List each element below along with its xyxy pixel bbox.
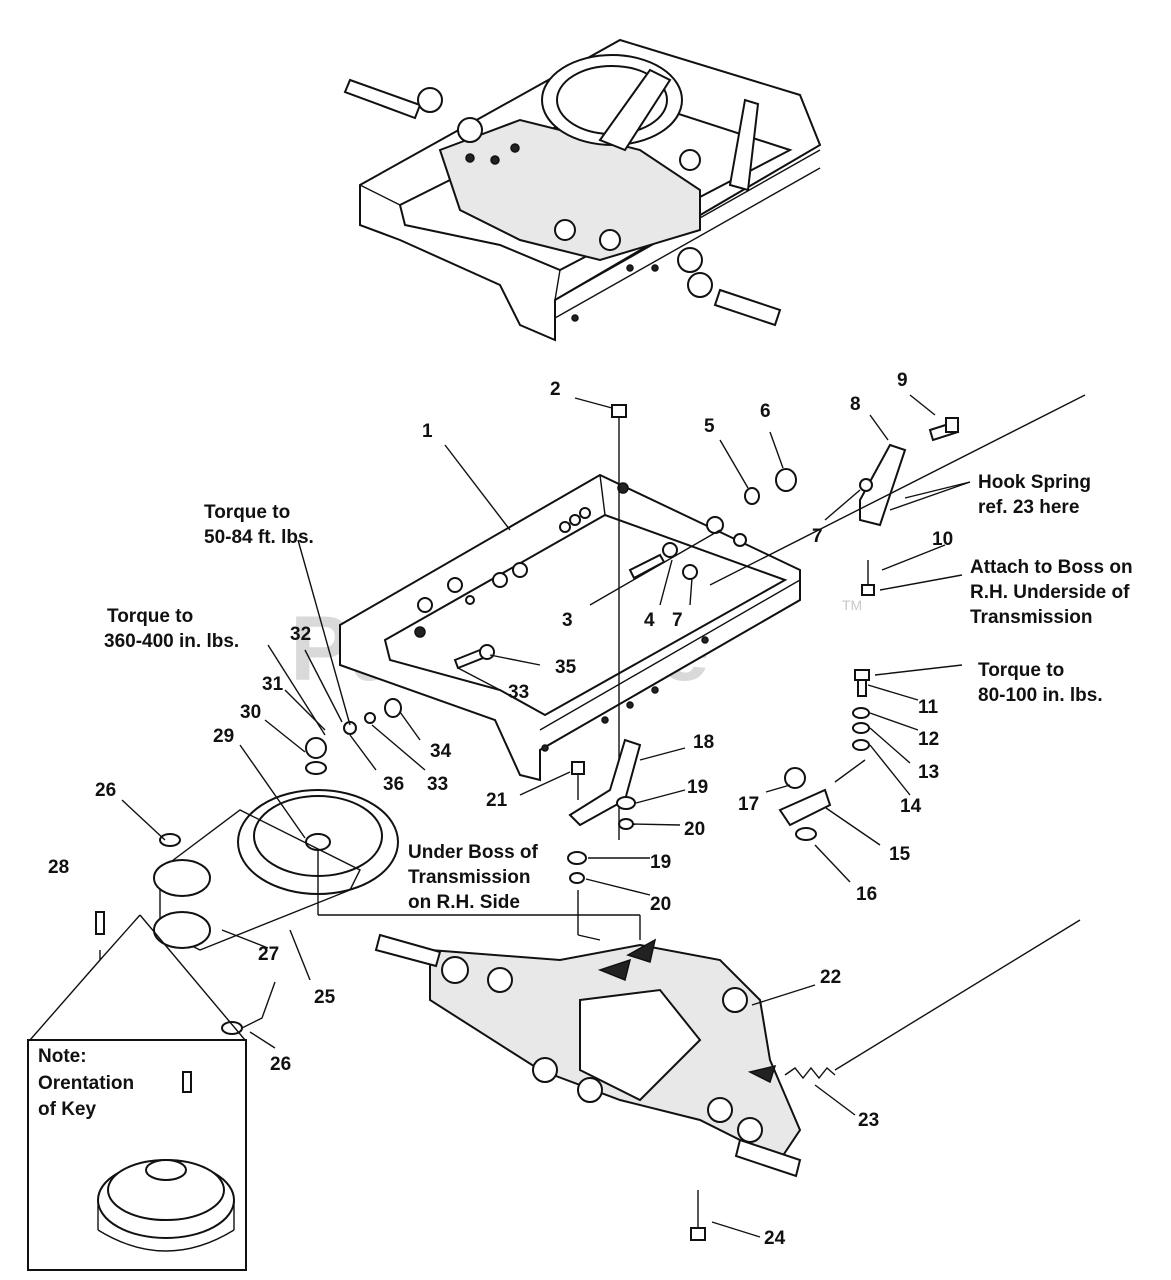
note-attach-boss-line3: Transmission: [970, 607, 1093, 628]
note-key-line1: Note:: [38, 1046, 87, 1067]
callout-16: 16: [856, 884, 877, 905]
callout-17: 17: [738, 794, 759, 815]
note-under-boss-line1: Under Boss of: [408, 842, 539, 863]
callout-19b: 19: [650, 852, 671, 873]
callout-25: 25: [314, 987, 336, 1008]
callout-3: 3: [562, 610, 573, 631]
note-torque-80-line2: 80-100 in. lbs.: [978, 685, 1103, 706]
assembled-frame-illustration: [343, 38, 822, 342]
note-attach-boss-line1: Attach to Boss on: [970, 557, 1133, 578]
callout-32: 32: [290, 624, 311, 645]
note-attach-boss-line2: R.H. Underside of: [970, 582, 1130, 603]
watermark-tm: TM: [842, 597, 862, 613]
callout-26a: 26: [95, 780, 116, 801]
key-orientation-box: [27, 1039, 247, 1271]
callout-26b: 26: [270, 1054, 291, 1075]
callout-33a: 33: [508, 682, 529, 703]
callout-7b: 7: [812, 526, 823, 547]
callout-4: 4: [644, 610, 655, 631]
callout-18: 18: [693, 732, 714, 753]
notes: Hook Spring ref. 23 here Attach to Boss …: [38, 472, 1133, 1120]
callout-15: 15: [889, 844, 911, 865]
hardware-parts: [95, 404, 960, 1241]
callout-20a: 20: [684, 819, 705, 840]
callout-20b: 20: [650, 894, 671, 915]
callout-1: 1: [422, 421, 433, 442]
callout-24: 24: [764, 1228, 786, 1249]
note-key-line2: Orentation: [38, 1073, 134, 1094]
callout-14: 14: [900, 796, 922, 817]
callout-10: 10: [932, 529, 953, 550]
callout-34: 34: [430, 741, 452, 762]
callout-33b: 33: [427, 774, 448, 795]
callout-21: 21: [486, 790, 508, 811]
callout-5: 5: [704, 416, 715, 437]
callout-2: 2: [550, 379, 561, 400]
callout-6: 6: [760, 401, 771, 422]
callout-27: 27: [258, 944, 279, 965]
callout-8: 8: [850, 394, 861, 415]
frame-part: [339, 473, 801, 782]
note-torque-50-line2: 50-84 ft. lbs.: [204, 527, 314, 548]
callout-36: 36: [383, 774, 404, 795]
callout-19a: 19: [687, 777, 708, 798]
note-torque-360-line1: Torque to: [107, 606, 193, 627]
callout-29: 29: [213, 726, 234, 747]
note-torque-80-line1: Torque to: [978, 660, 1064, 681]
callout-7a: 7: [672, 610, 683, 631]
note-hook-spring-line2: ref. 23 here: [978, 497, 1079, 518]
pulley-belt: [153, 789, 641, 951]
note-torque-50-line1: Torque to: [204, 502, 290, 523]
note-torque-360-line2: 360-400 in. lbs.: [104, 631, 239, 652]
callout-numbers: 1 2 3 4 5 6 7 7 8 9 10 11 12 13 14 15 16…: [48, 370, 953, 1249]
callout-35: 35: [555, 657, 577, 678]
callout-13: 13: [918, 762, 939, 783]
callout-31: 31: [262, 674, 284, 695]
callout-22: 22: [820, 967, 841, 988]
note-key-line3: of Key: [38, 1099, 97, 1120]
callout-30: 30: [240, 702, 261, 723]
note-under-boss-line3: on R.H. Side: [408, 892, 520, 913]
callout-12: 12: [918, 729, 939, 750]
note-hook-spring-line1: Hook Spring: [978, 472, 1091, 493]
transmission-part: [374, 919, 1081, 1178]
callout-23: 23: [858, 1110, 879, 1131]
note-under-boss-line2: Transmission: [408, 867, 531, 888]
callout-11: 11: [918, 697, 939, 718]
callout-9: 9: [897, 370, 908, 391]
callout-28: 28: [48, 857, 69, 878]
leader-lines: [29, 394, 1086, 1238]
